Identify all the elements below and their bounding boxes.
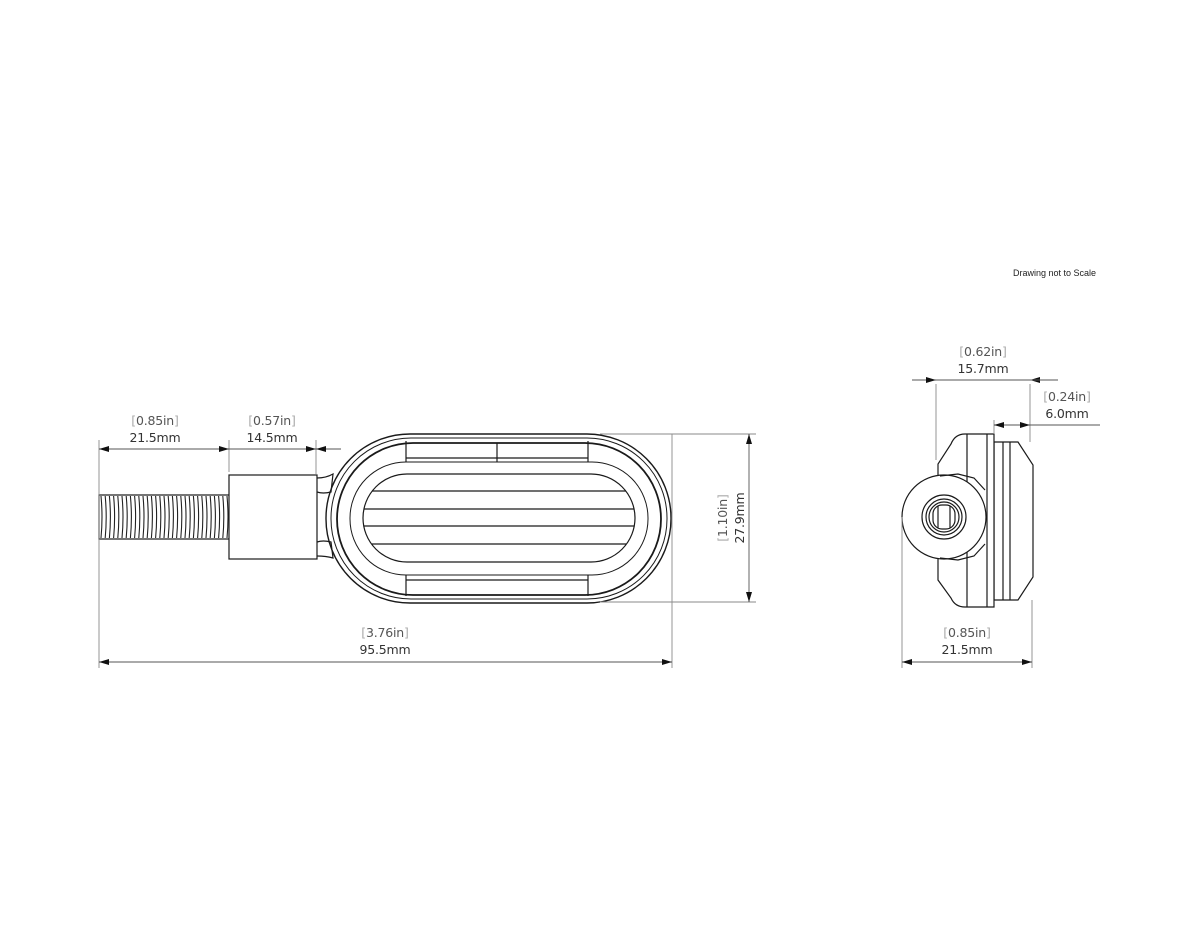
front-dimension-lines — [98, 433, 756, 668]
overall-length-mm: 95.5mm — [359, 642, 411, 657]
height-dim: 1.10in 27.9mm — [714, 478, 750, 558]
side-dimension-lines — [901, 377, 1100, 668]
shank — [228, 474, 318, 560]
bolt-end — [901, 474, 987, 560]
scale-note: Drawing not to Scale — [1013, 268, 1097, 278]
overall-depth-in: 0.85in — [932, 624, 1002, 641]
connector-tab — [316, 540, 334, 559]
height-mm: 27.9mm — [732, 492, 747, 544]
body-depth-mm: 15.7mm — [957, 361, 1009, 376]
shank-length-dim: 0.57in 14.5mm — [237, 412, 307, 446]
overall-length-dim: 3.76in 95.5mm — [348, 624, 422, 658]
thread-length-mm: 21.5mm — [129, 430, 181, 445]
shank-length-in: 0.57in — [237, 412, 307, 429]
shank-length-mm: 14.5mm — [246, 430, 298, 445]
lens-depth-mm: 6.0mm — [1045, 406, 1089, 421]
lens-depth-dim: 0.24in 6.0mm — [1034, 388, 1100, 422]
overall-length-in: 3.76in — [348, 624, 422, 641]
lens — [362, 473, 636, 563]
body-depth-in: 0.62in — [946, 343, 1020, 360]
connector-tab — [316, 472, 334, 494]
thread-length-in: 0.85in — [120, 412, 190, 429]
lens-depth-in: 0.24in — [1034, 388, 1100, 405]
housing-inner-rim — [336, 442, 662, 596]
body-depth-dim: 0.62in 15.7mm — [946, 343, 1020, 377]
side-view — [901, 433, 1034, 608]
housing-outer — [325, 433, 672, 604]
thread-length-dim: 0.85in 21.5mm — [120, 412, 190, 446]
overall-depth-mm: 21.5mm — [941, 642, 993, 657]
side-lens — [993, 441, 1034, 601]
height-in: 1.10in — [714, 478, 731, 558]
front-view — [98, 433, 672, 604]
threaded-bolt — [98, 494, 231, 540]
overall-depth-dim: 0.85in 21.5mm — [932, 624, 1002, 658]
